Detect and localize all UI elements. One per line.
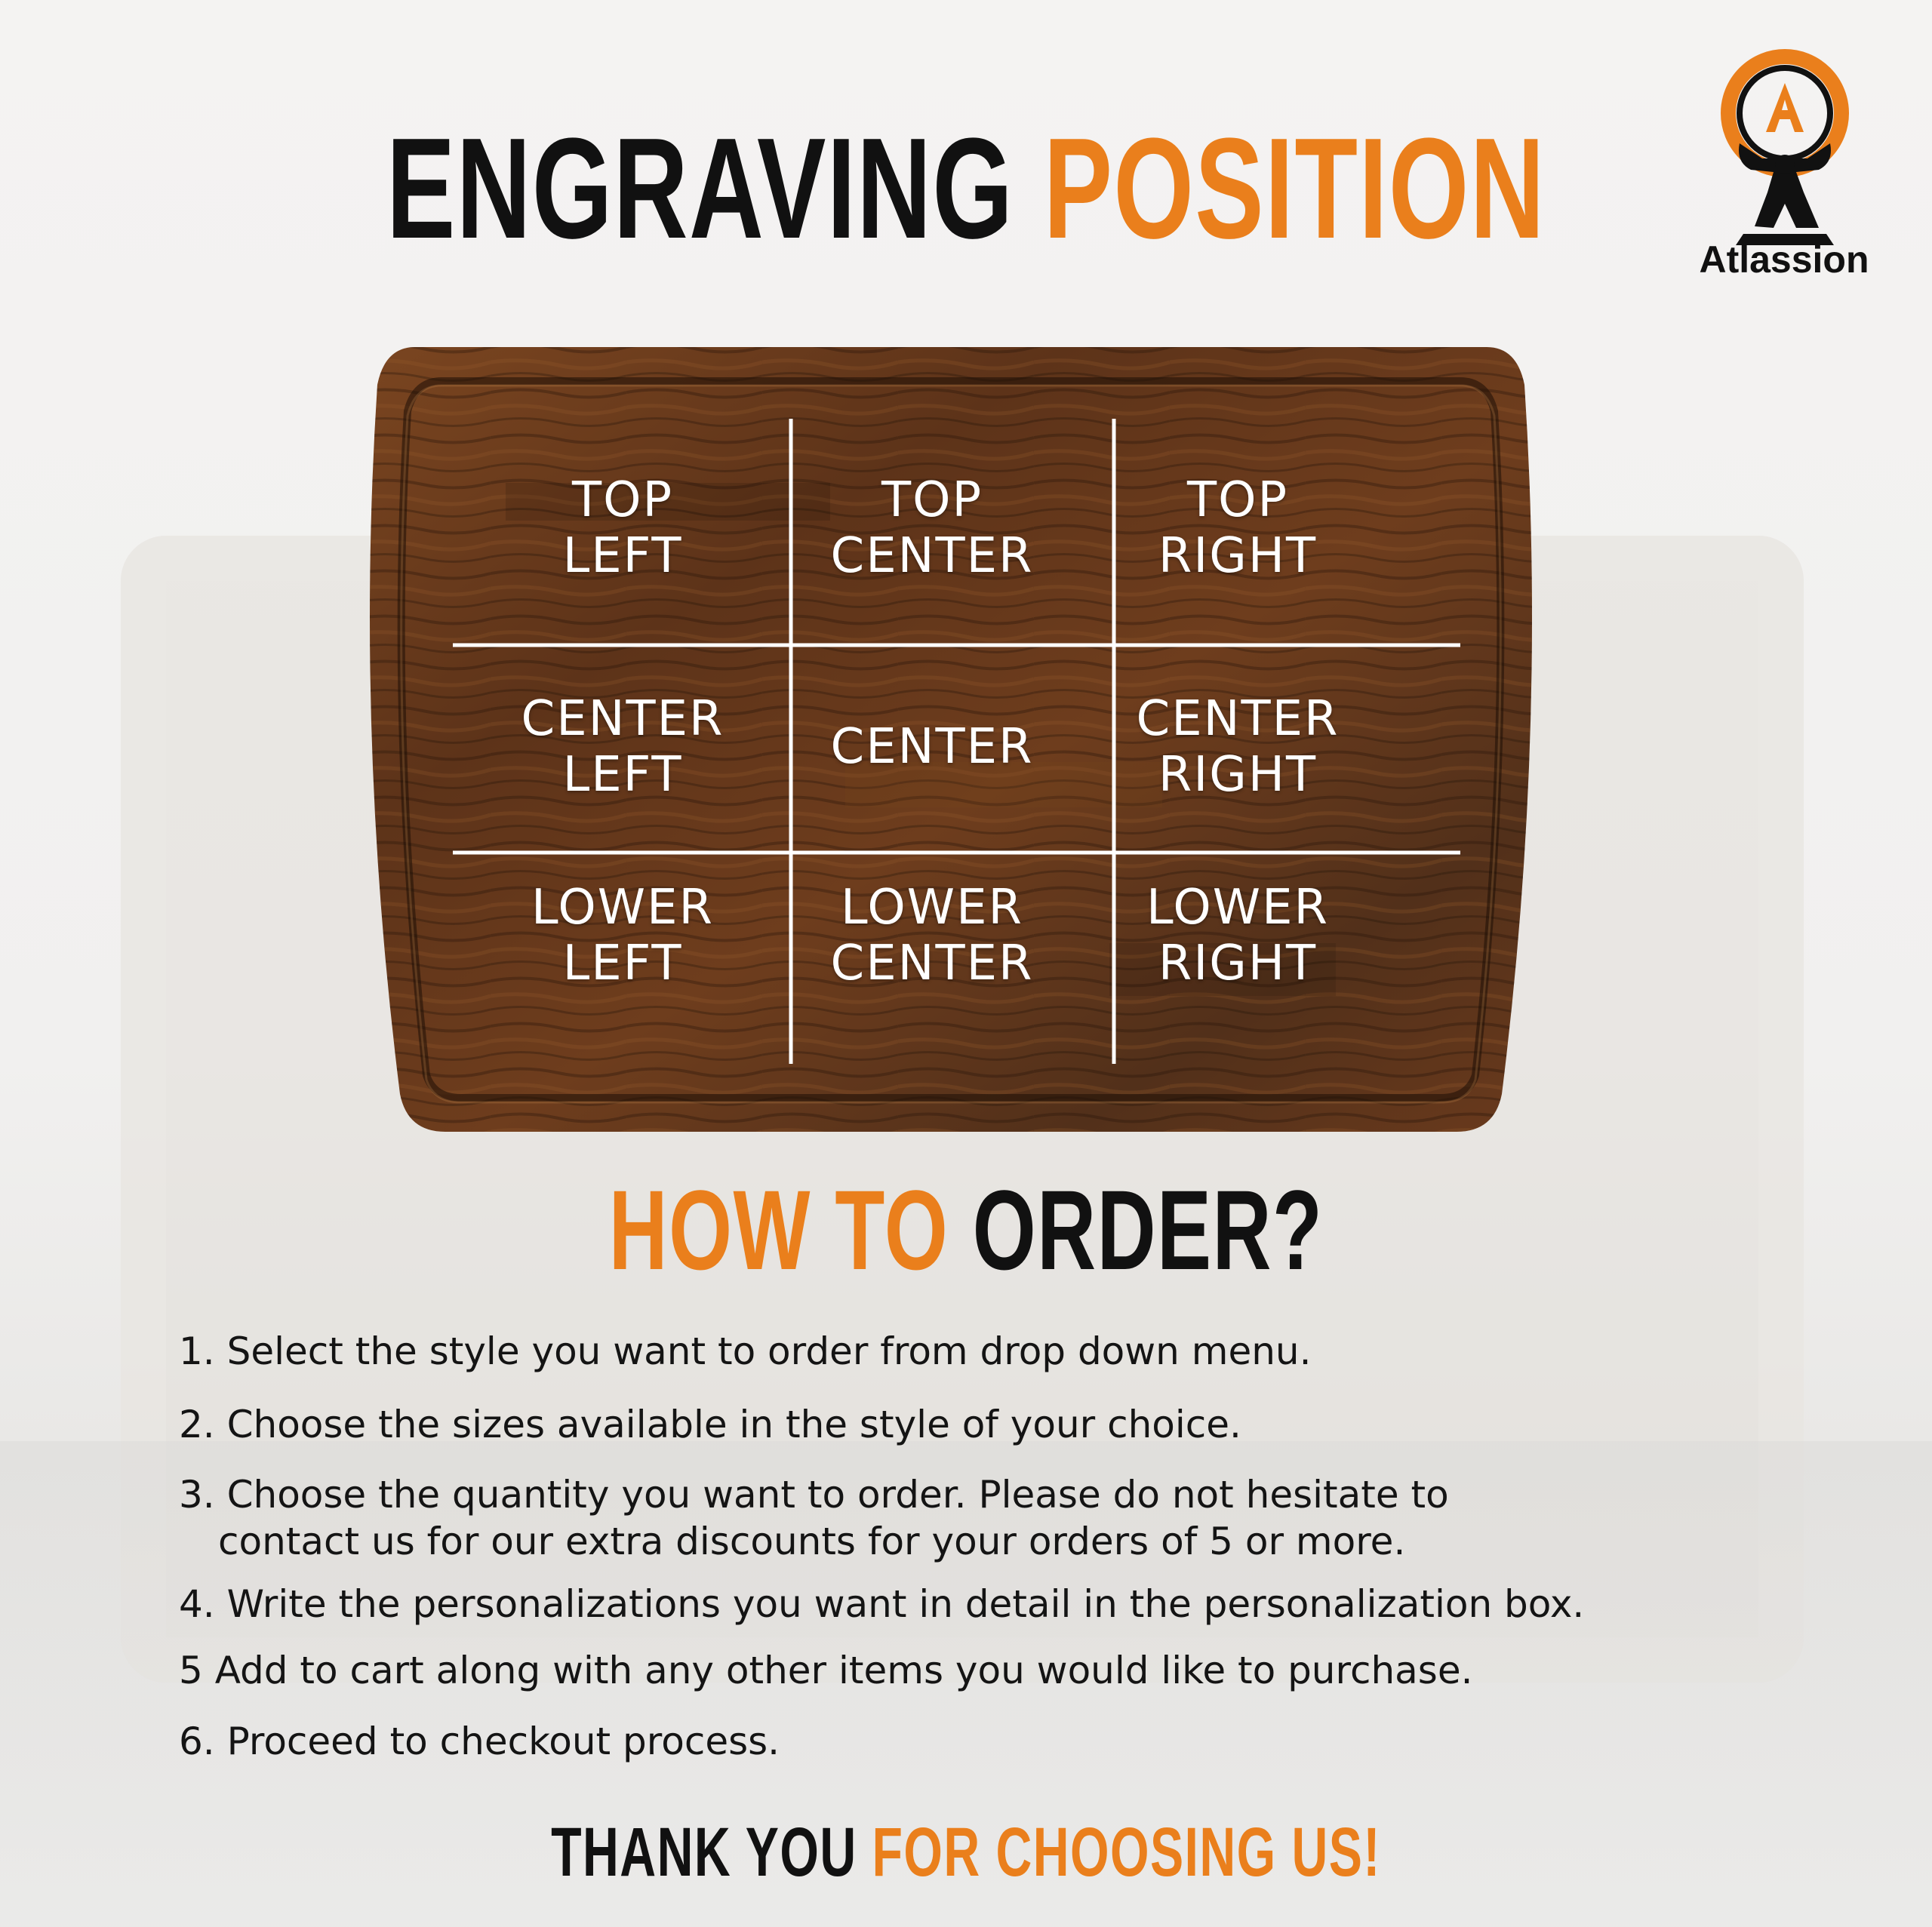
cell-line2: CENTER — [830, 936, 1034, 991]
cell-line1: TOP — [881, 472, 983, 528]
step-text: 5 Add to cart along with any other items… — [179, 1649, 1473, 1692]
cell-line1: LOWER — [531, 880, 714, 936]
cell-line2: RIGHT — [1158, 528, 1318, 584]
cell-line1: LOWER — [841, 880, 1023, 936]
cell-line1: TOP — [1186, 472, 1289, 528]
step-text: 1. Select the style you want to order fr… — [179, 1329, 1312, 1373]
cell-line1: CENTER — [521, 691, 724, 747]
thanks-part-1: THANK YOU — [551, 1814, 857, 1891]
step-item: 6. Proceed to checkout process. — [179, 1718, 780, 1765]
how-to-part-2: ORDER? — [972, 1166, 1324, 1293]
cell-line1: CENTER — [1136, 691, 1340, 747]
step-item: 3. Choose the quantity you want to order… — [179, 1471, 1449, 1565]
step-text: 4. Write the personalizations you want i… — [179, 1582, 1585, 1626]
title-part-1: ENGRAVING — [386, 109, 1014, 269]
background-counter — [0, 1441, 1932, 1927]
cell-line1: CENTER — [830, 719, 1034, 775]
cell-center: CENTER — [800, 687, 1064, 807]
page-title: ENGRAVING POSITION — [270, 113, 1661, 264]
atlas-figure-globe-logo-icon — [1721, 49, 1849, 245]
step-item: 5 Add to cart along with any other items… — [179, 1647, 1472, 1694]
board-graphic — [370, 347, 1532, 1132]
step-text: 3. Choose the quantity you want to order… — [179, 1473, 1449, 1517]
cell-line2: RIGHT — [1158, 747, 1318, 803]
step-item: 4. Write the personalizations you want i… — [179, 1581, 1584, 1627]
cell-line2: RIGHT — [1158, 936, 1318, 991]
cell-line2: LEFT — [562, 936, 683, 991]
step-item: 1. Select the style you want to order fr… — [179, 1328, 1312, 1375]
step-text: 6. Proceed to checkout process. — [179, 1720, 780, 1763]
thanks-part-2: FOR CHOOSING US! — [872, 1814, 1381, 1891]
cell-line2: LEFT — [562, 528, 683, 584]
how-to-order-heading: HOW TO ORDER? — [270, 1169, 1661, 1290]
step-item: 2. Choose the sizes available in the sty… — [179, 1401, 1241, 1448]
cell-line1: LOWER — [1146, 880, 1329, 936]
cell-line2: LEFT — [562, 747, 683, 803]
title-part-2: POSITION — [1043, 109, 1546, 269]
brand-name: Atlassion — [1699, 238, 1869, 281]
thank-you-footer: THANK YOU FOR CHOOSING US! — [270, 1815, 1661, 1890]
cell-line2: CENTER — [830, 528, 1034, 584]
how-to-part-1: HOW TO — [608, 1166, 949, 1293]
cell-line1: TOP — [571, 472, 674, 528]
step-text: 2. Choose the sizes available in the sty… — [179, 1403, 1241, 1446]
step-text-continued: contact us for our extra discounts for y… — [218, 1520, 1406, 1563]
